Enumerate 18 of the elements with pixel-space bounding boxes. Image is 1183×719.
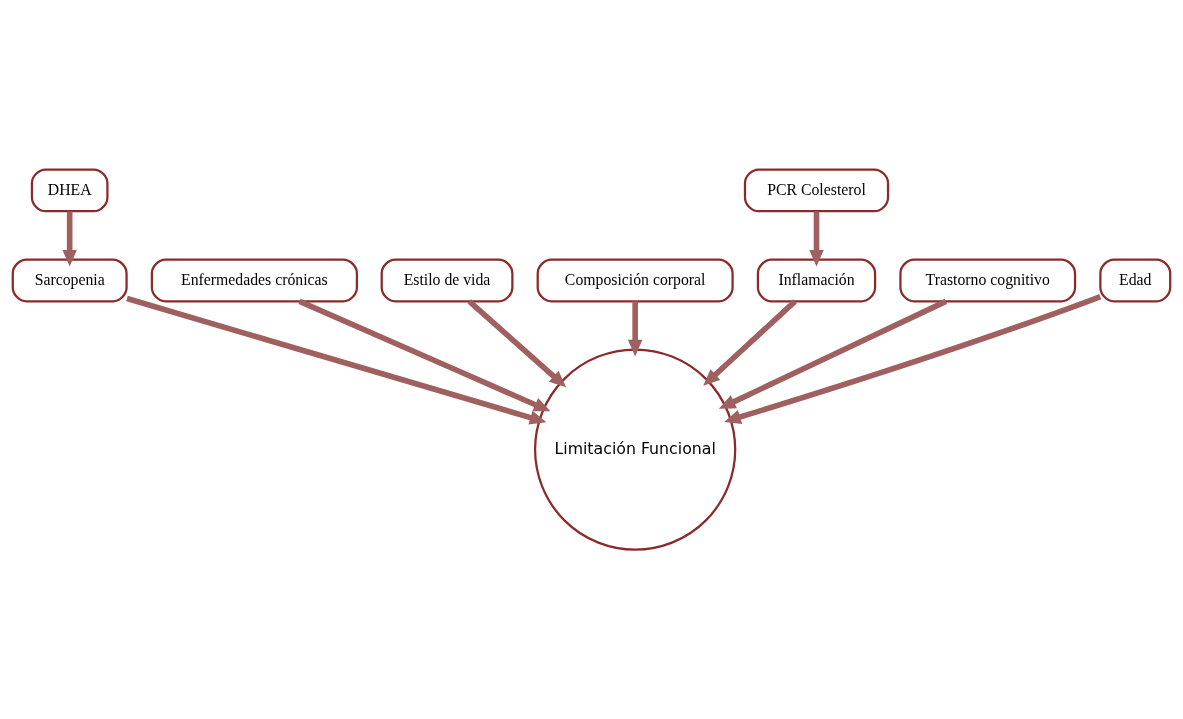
arrow (718, 298, 948, 409)
arrow (298, 298, 551, 412)
node-box: PCR Colesterol (743, 168, 890, 213)
arrow (627, 301, 643, 357)
arrow (126, 295, 547, 425)
node-box: Estilo de vida (380, 258, 514, 303)
arrow (703, 299, 797, 386)
node-box: Edad (1099, 258, 1172, 303)
arrow (467, 299, 567, 388)
node-box: Sarcopenia (11, 258, 128, 303)
node-box: Enfermedades crónicas (150, 258, 359, 303)
node-box: Composición corporal (536, 258, 734, 303)
node-box: DHEA (30, 168, 109, 213)
node-box: Inflamación (756, 258, 877, 303)
arrow (724, 293, 1102, 424)
node-box: Trastorno cognitivo (899, 258, 1077, 303)
arrow (809, 211, 824, 267)
arrow (62, 211, 77, 267)
